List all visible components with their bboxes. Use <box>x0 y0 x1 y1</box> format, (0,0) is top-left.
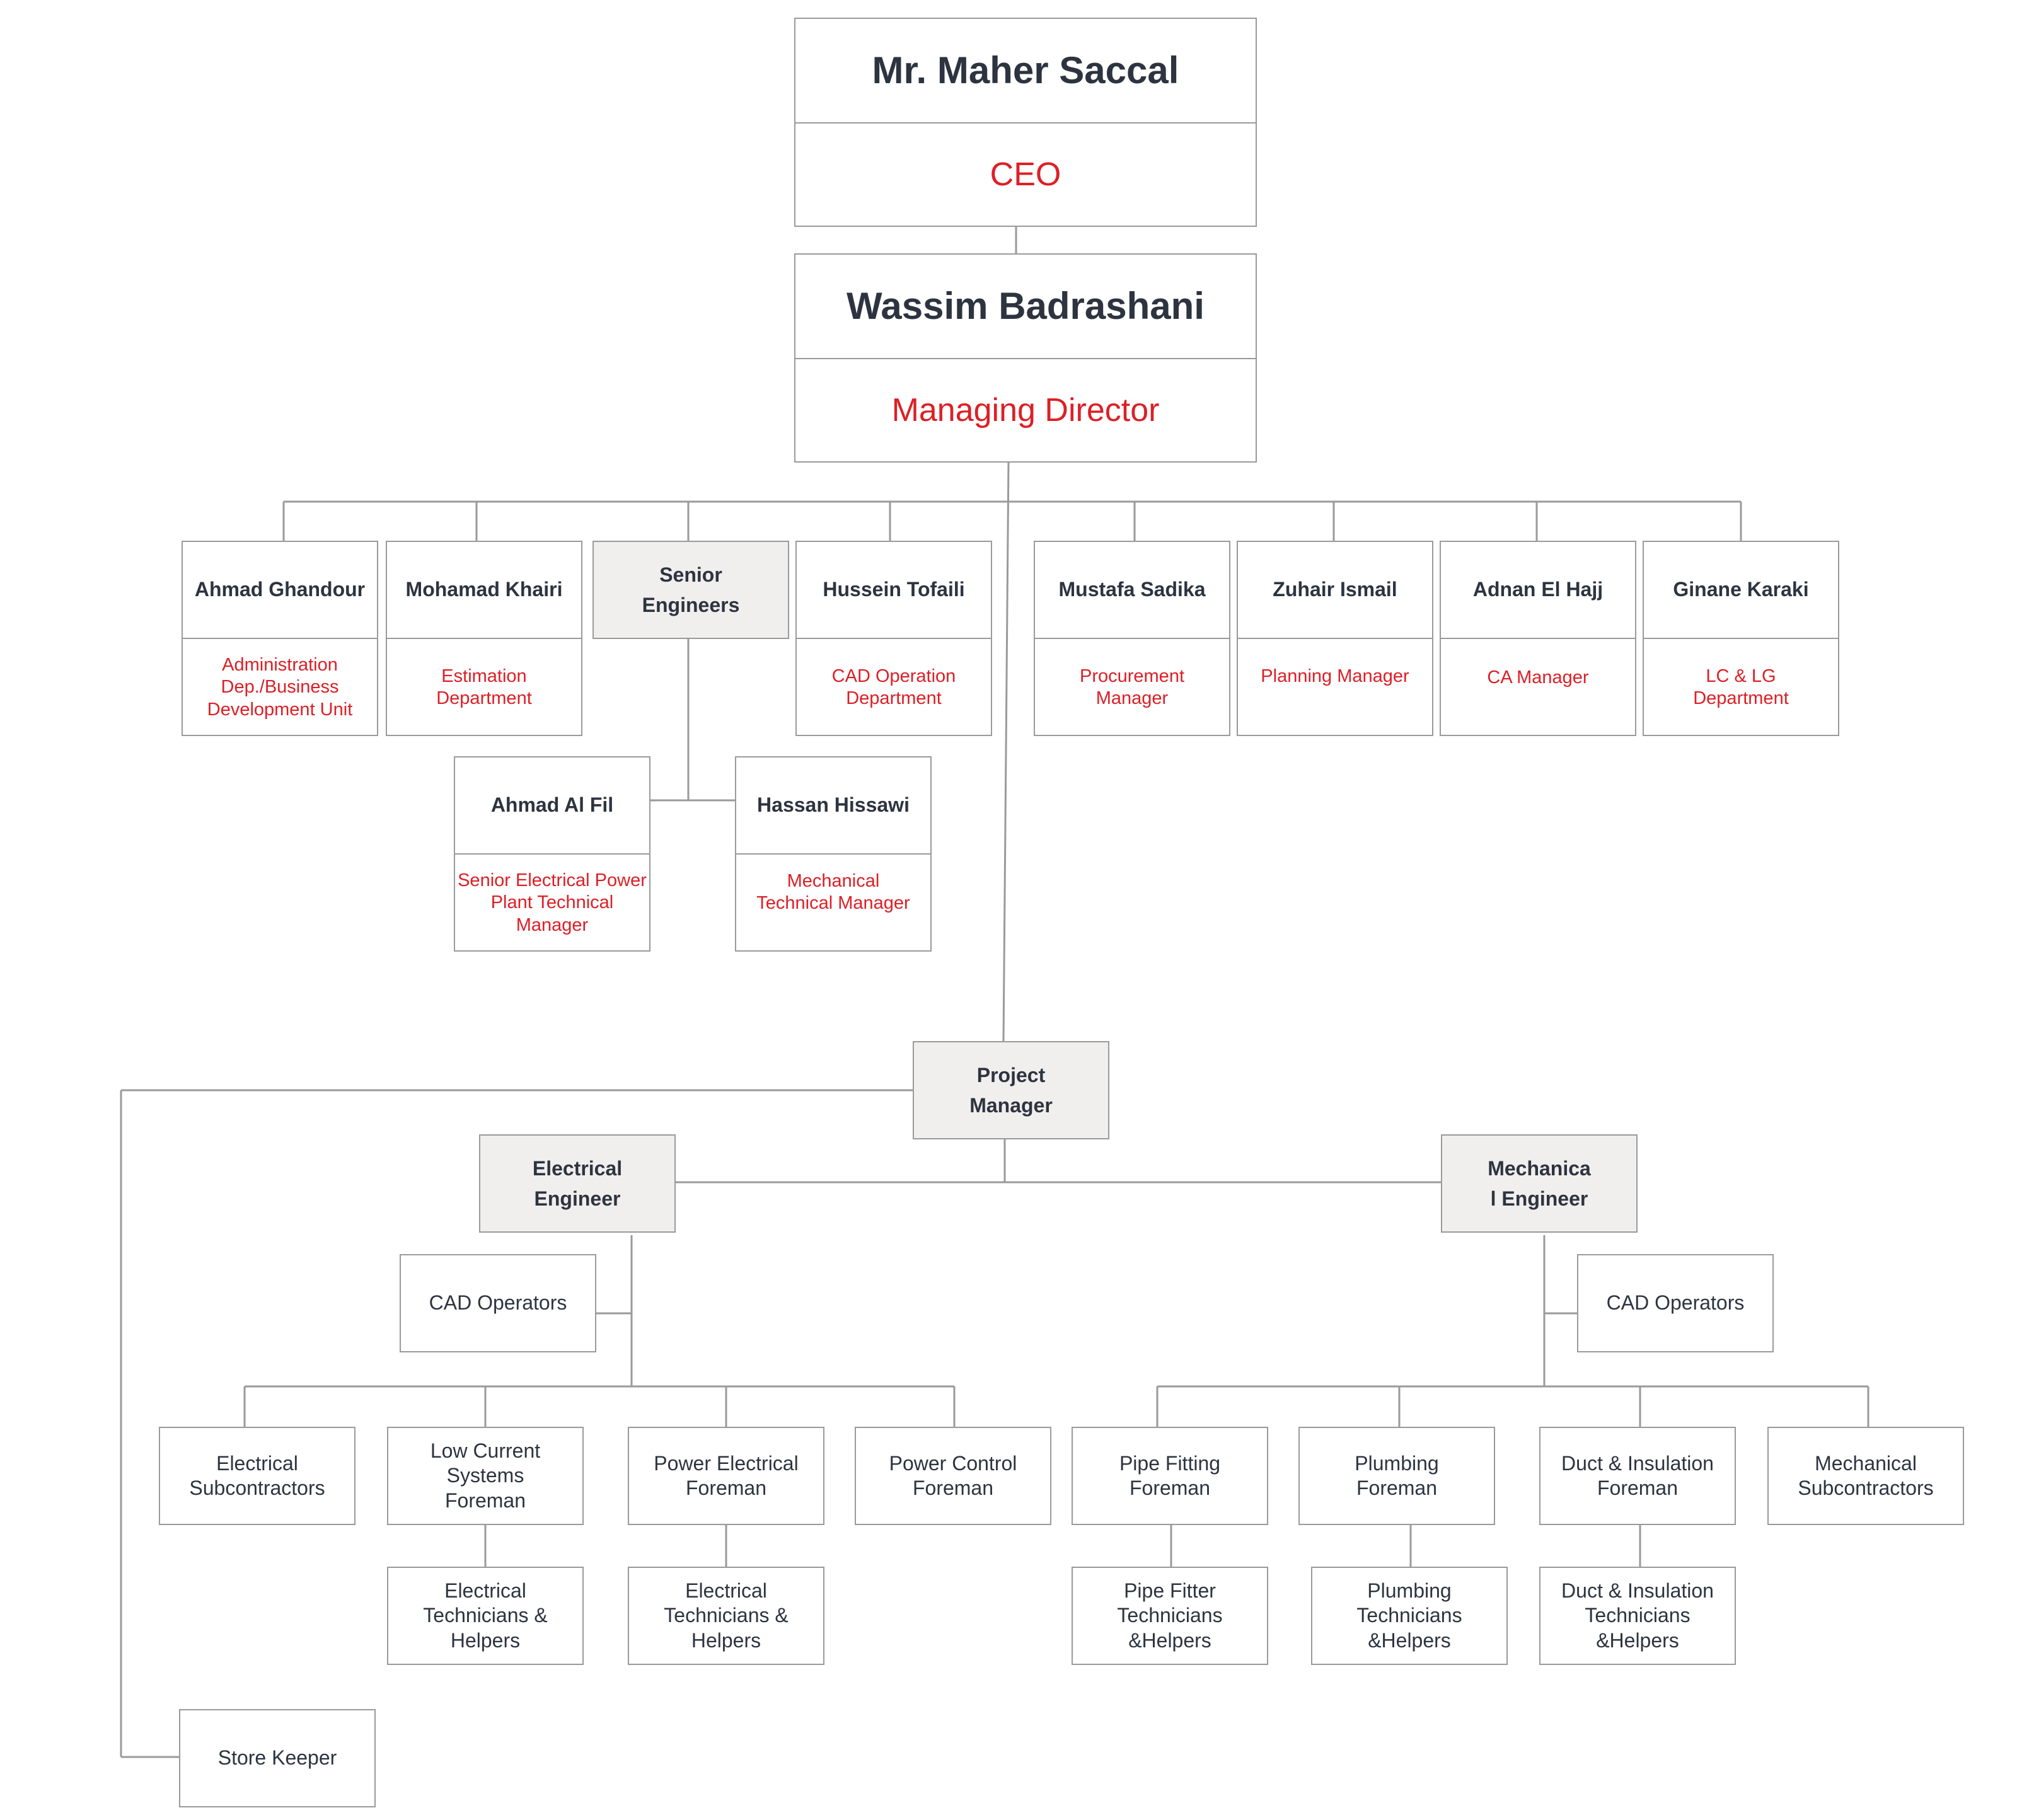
plumbing-technicians-box: Plumbing Technicians &Helpers <box>1311 1567 1508 1665</box>
branch-label: Electrical Technicians & Helpers <box>423 1579 548 1652</box>
branch-label: Power Control Foreman <box>889 1451 1017 1499</box>
person-role: CAD Operation Department <box>831 665 956 708</box>
low-current-systems-foreman-box: Low Current Systems Foreman <box>387 1427 584 1525</box>
person-name: Zuhair Ismail <box>1273 578 1397 601</box>
senior-engineers-label: Senior Engineers <box>642 563 740 616</box>
person-name: Ginane Karaki <box>1673 578 1809 601</box>
electrical-technicians-box: Electrical Technicians & Helpers <box>628 1567 824 1665</box>
duct-insulation-technicians-box: Duct & Insulation Technicians &Helpers <box>1539 1567 1736 1665</box>
branch-label: Electrical Subcontractors <box>189 1451 325 1499</box>
ceo-title: CEO <box>990 156 1061 193</box>
md-name: Wassim Badrashani <box>847 285 1205 328</box>
report-card-hussein-tofaili: Hussein Tofaili CAD Operation Department <box>795 541 992 736</box>
electrical-subcontractors-box: Electrical Subcontractors <box>159 1427 355 1525</box>
branch-label: Plumbing Technicians &Helpers <box>1356 1579 1462 1652</box>
person-role: Administration Dep./Business Development… <box>207 654 353 720</box>
duct-insulation-foreman-box: Duct & Insulation Foreman <box>1539 1427 1736 1525</box>
report-card-adnan-el-hajj: Adnan El Hajj CA Manager <box>1440 541 1636 736</box>
ceo-name: Mr. Maher Saccal <box>872 49 1179 92</box>
report-card-mohamad-khairi: Mohamad Khairi Estimation Department <box>386 541 582 736</box>
plumbing-foreman-box: Plumbing Foreman <box>1298 1427 1495 1525</box>
person-role: Mechanical Technical Manager <box>756 870 910 913</box>
person-role: Estimation Department <box>436 665 532 708</box>
ceo-box: Mr. Maher Saccal CEO <box>794 18 1257 227</box>
branch-label: Mechanical Subcontractors <box>1798 1451 1934 1499</box>
electrical-engineer-box: Electrical Engineer <box>479 1134 676 1233</box>
member-card-hassan-hissawi: Hassan Hissawi Mechanical Technical Mana… <box>735 756 932 952</box>
md-title: Managing Director <box>891 392 1160 429</box>
mechanical-engineer-label: Mechanica l Engineer <box>1488 1157 1591 1210</box>
person-name: Hussein Tofaili <box>823 578 965 601</box>
store-keeper-box: Store Keeper <box>179 1709 376 1807</box>
cad-operators-label: CAD Operators <box>429 1291 567 1315</box>
report-card-zuhair-ismail: Zuhair Ismail Planning Manager <box>1237 541 1433 736</box>
person-name: Adnan El Hajj <box>1472 578 1604 601</box>
power-electrical-foreman-box: Power Electrical Foreman <box>628 1427 824 1525</box>
mechanical-cad-operators-box: CAD Operators <box>1577 1254 1774 1352</box>
electrical-technicians-box: Electrical Technicians & Helpers <box>387 1567 584 1665</box>
report-card-ahmad-ghandour: Ahmad Ghandour Administration Dep./Busin… <box>182 541 378 736</box>
person-role: CA Manager <box>1487 667 1589 688</box>
branch-label: Duct & Insulation Technicians &Helpers <box>1561 1579 1714 1652</box>
mechanical-subcontractors-box: Mechanical Subcontractors <box>1767 1427 1964 1525</box>
branch-label: Electrical Technicians & Helpers <box>664 1579 789 1652</box>
person-name: Ahmad Al Fil <box>490 793 614 817</box>
pipe-fitter-technicians-box: Pipe Fitter Technicians &Helpers <box>1072 1567 1268 1665</box>
pipe-fitting-foreman-box: Pipe Fitting Foreman <box>1072 1427 1268 1525</box>
branch-label: Plumbing Foreman <box>1355 1451 1439 1499</box>
member-card-ahmad-al-fil: Ahmad Al Fil Senior Electrical Power Pla… <box>454 756 650 952</box>
person-name: Hassan Hissawi <box>757 793 910 817</box>
cad-operators-label: CAD Operators <box>1606 1291 1745 1315</box>
branch-label: Low Current Systems Foreman <box>430 1439 541 1512</box>
store-keeper-label: Store Keeper <box>217 1746 337 1770</box>
report-card-ginane-karaki: Ginane Karaki LC & LG Department <box>1643 541 1839 736</box>
power-control-foreman-box: Power Control Foreman <box>855 1427 1051 1525</box>
branch-label: Duct & Insulation Foreman <box>1561 1451 1714 1499</box>
electrical-engineer-label: Electrical Engineer <box>532 1157 623 1210</box>
branch-label: Pipe Fitting Foreman <box>1119 1451 1221 1499</box>
person-name: Mustafa Sadika <box>1058 578 1206 601</box>
mechanical-engineer-box: Mechanica l Engineer <box>1441 1134 1638 1233</box>
person-name: Mohamad Khairi <box>405 578 563 601</box>
electrical-cad-operators-box: CAD Operators <box>400 1254 596 1352</box>
person-role: LC & LG Department <box>1693 665 1789 708</box>
branch-label: Power Electrical Foreman <box>654 1451 799 1499</box>
connector <box>1002 461 1010 1042</box>
project-manager-box: Project Manager <box>913 1041 1109 1139</box>
branch-label: Pipe Fitter Technicians &Helpers <box>1117 1579 1223 1652</box>
report-card-mustafa-sadika: Mustafa Sadika Procurement Manager <box>1034 541 1230 736</box>
person-name: Ahmad Ghandour <box>194 578 366 601</box>
project-manager-label: Project Manager <box>969 1064 1053 1117</box>
person-role: Procurement Manager <box>1079 665 1184 708</box>
person-role: Senior Electrical Power Plant Technical … <box>458 870 647 935</box>
managing-director-box: Wassim Badrashani Managing Director <box>794 253 1257 463</box>
senior-engineers-box: Senior Engineers <box>592 541 789 639</box>
person-role: Planning Manager <box>1261 666 1409 687</box>
